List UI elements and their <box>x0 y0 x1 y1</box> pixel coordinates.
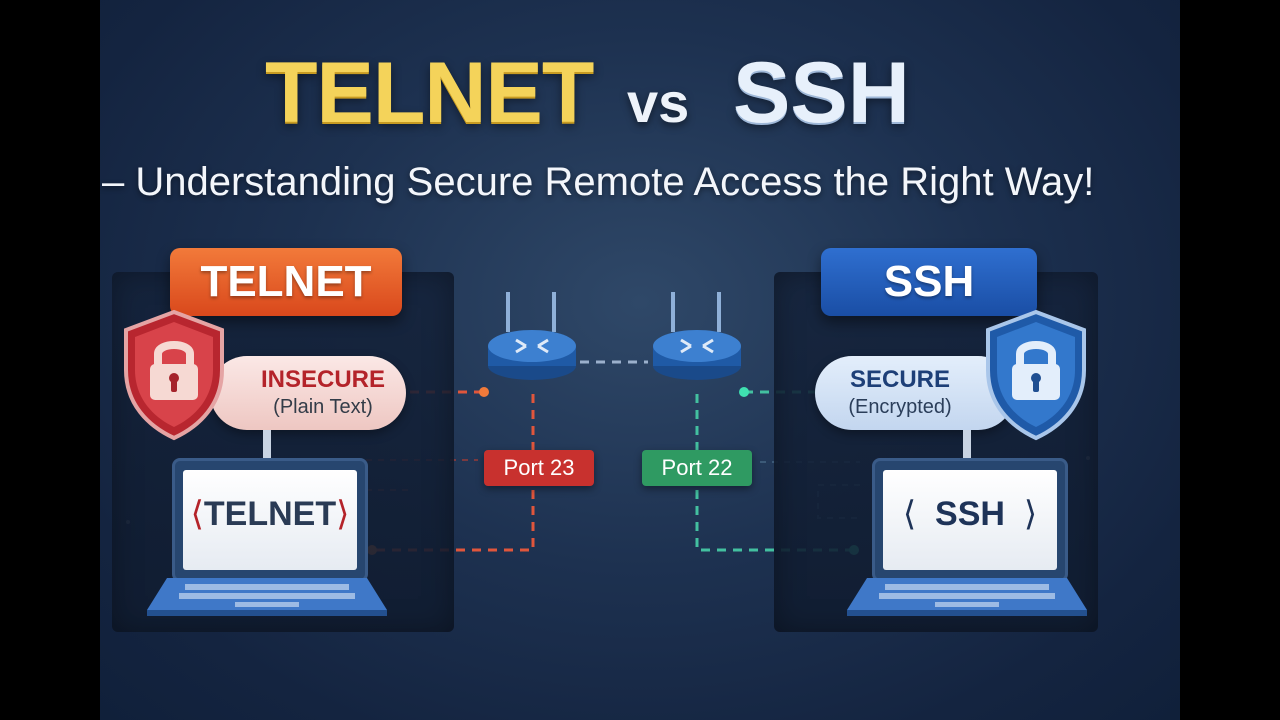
laptop-screen: ⟨TELNET⟩ <box>183 470 357 570</box>
insecure-label: INSECURE <box>260 366 386 393</box>
title-ssh: SSH <box>733 45 910 141</box>
ssh-screen-label: SSH <box>935 495 1005 533</box>
laptop-stand <box>263 430 271 460</box>
telnet-badge: TELNET <box>170 248 402 316</box>
title-telnet: TELNET <box>265 45 594 141</box>
laptop-keyboard <box>147 578 387 616</box>
padlock-shield-blue-icon <box>980 308 1092 447</box>
telnet-screen-text: ⟨TELNET⟩ <box>190 495 350 533</box>
telnet-screen-label: TELNET <box>203 495 337 533</box>
laptop-screen: ⟨ SSH ⟩ <box>883 470 1057 570</box>
laptop-stand <box>963 430 971 460</box>
laptop-icon: ⟨ SSH ⟩ <box>872 458 1068 582</box>
router-icon <box>486 288 578 389</box>
title-row: TELNET vs SSH <box>100 44 1180 144</box>
insecure-detail: (Plain Text) <box>273 396 373 418</box>
ssh-link-node <box>739 387 749 397</box>
ssh-screen-text: ⟨ SSH ⟩ <box>902 495 1038 533</box>
router-icon <box>651 288 743 389</box>
ssh-badge: SSH <box>821 248 1037 316</box>
secure-detail: (Encrypted) <box>848 396 952 418</box>
padlock-shield-red-icon <box>118 308 230 447</box>
laptop-icon: ⟨TELNET⟩ <box>172 458 368 582</box>
port-23-badge: Port 23 <box>484 450 594 486</box>
secure-status-pill: SECURE (Encrypted) <box>815 356 1015 430</box>
secure-label: SECURE <box>849 366 951 393</box>
port-22-badge: Port 22 <box>642 450 752 486</box>
subtitle: – Understanding Secure Remote Access the… <box>102 160 1095 204</box>
insecure-status-pill: INSECURE (Plain Text) <box>210 356 406 430</box>
laptop-keyboard <box>847 578 1087 616</box>
telnet-link-node <box>479 387 489 397</box>
infographic-canvas: TELNET vs SSH – Understanding Secure Rem… <box>100 0 1180 720</box>
title-vs: vs <box>627 71 690 134</box>
